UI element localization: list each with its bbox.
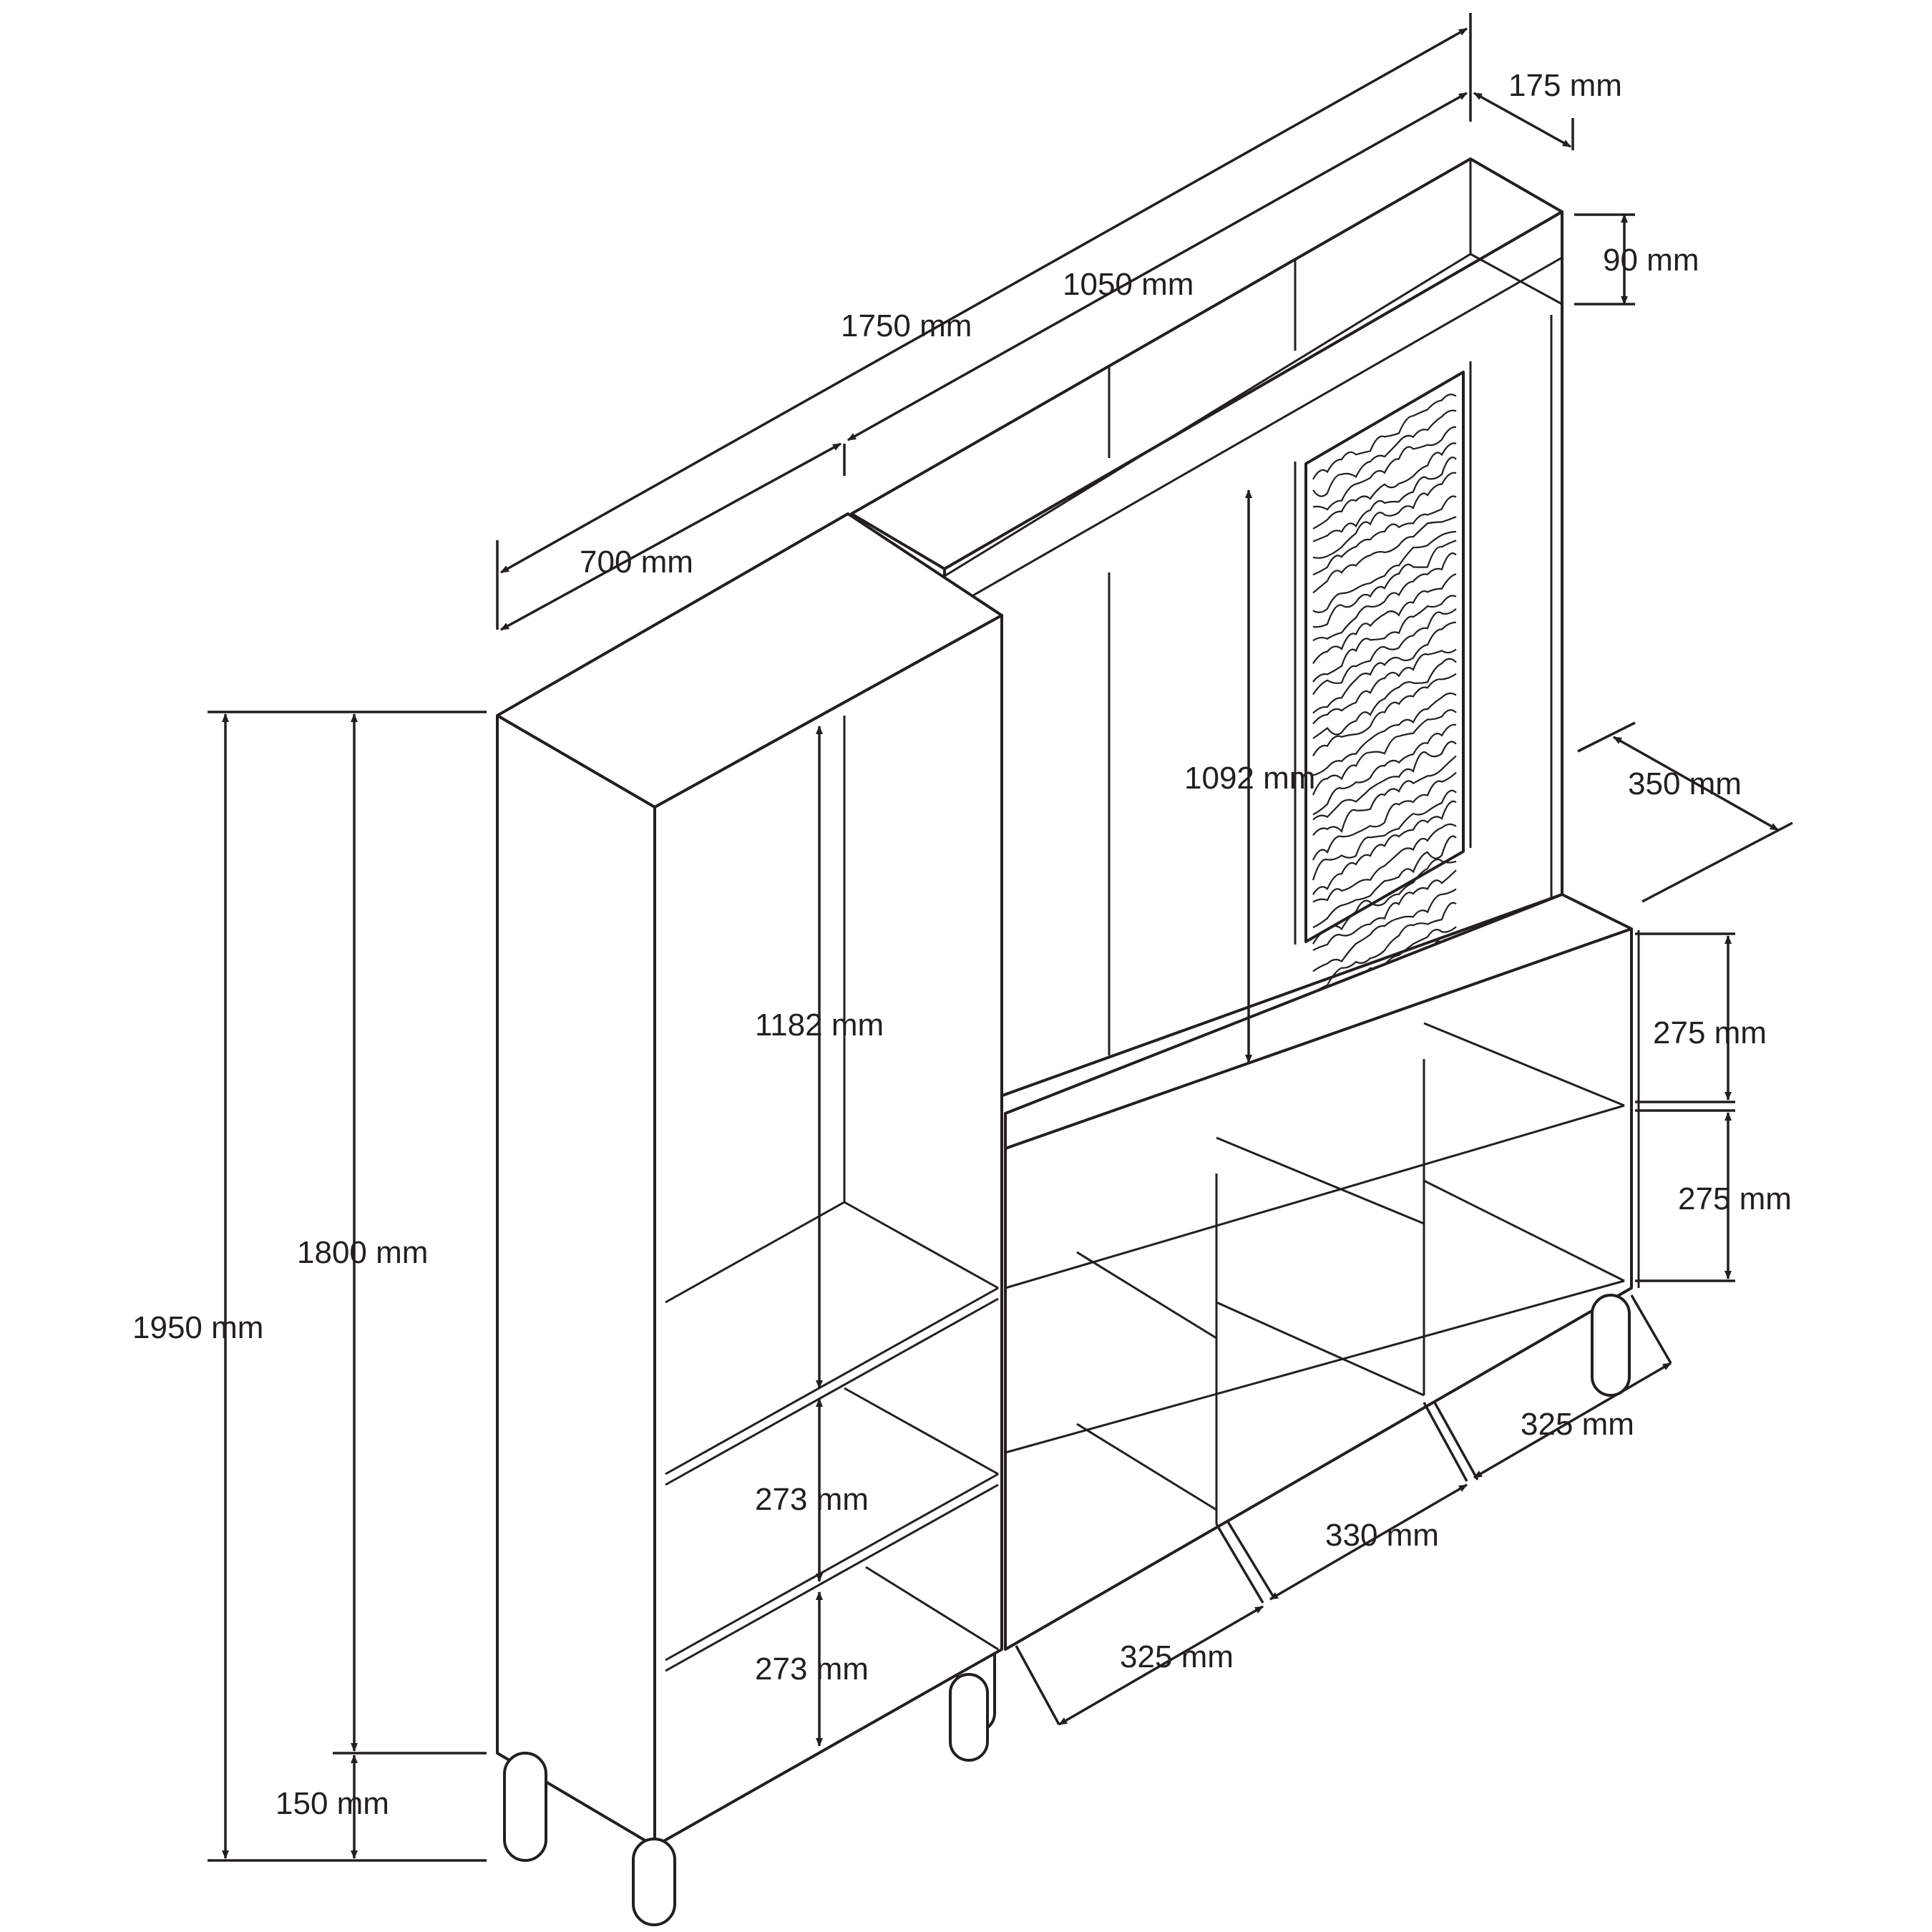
label-cubby-width-1: 325 mm (1521, 1407, 1634, 1442)
label-total-height: 1950 mm (132, 1310, 263, 1345)
left-cabinet (496, 512, 1003, 1926)
label-mirror-height: 1092 mm (1184, 761, 1315, 796)
dimension-lines (208, 13, 1793, 1862)
label-left-upper-compartment: 1182 mm (755, 1008, 884, 1043)
label-cubby-width-3: 325 mm (1120, 1639, 1234, 1674)
dimension-labels: 1750 mm 1050 mm 175 mm 90 mm 700 mm 1950… (132, 68, 1792, 1821)
label-leg-height: 150 mm (275, 1786, 389, 1821)
label-left-shelf-2: 273 mm (755, 1652, 869, 1687)
label-cubby-row-2: 275 mm (1678, 1181, 1792, 1216)
label-left-cabinet-width: 700 mm (580, 545, 693, 580)
label-cubby-row-1: 275 mm (1653, 1015, 1767, 1050)
label-lower-depth: 350 mm (1628, 766, 1742, 801)
label-top-section-width: 1050 mm (1063, 267, 1194, 302)
label-total-width: 1750 mm (841, 308, 972, 343)
furniture (496, 157, 1640, 1926)
label-cubby-width-2: 330 mm (1325, 1518, 1439, 1553)
label-body-height: 1800 mm (297, 1235, 428, 1270)
label-left-shelf-1: 273 mm (755, 1482, 869, 1517)
label-top-shelf-depth: 175 mm (1508, 68, 1622, 103)
label-top-shelf-height: 90 mm (1603, 243, 1699, 278)
